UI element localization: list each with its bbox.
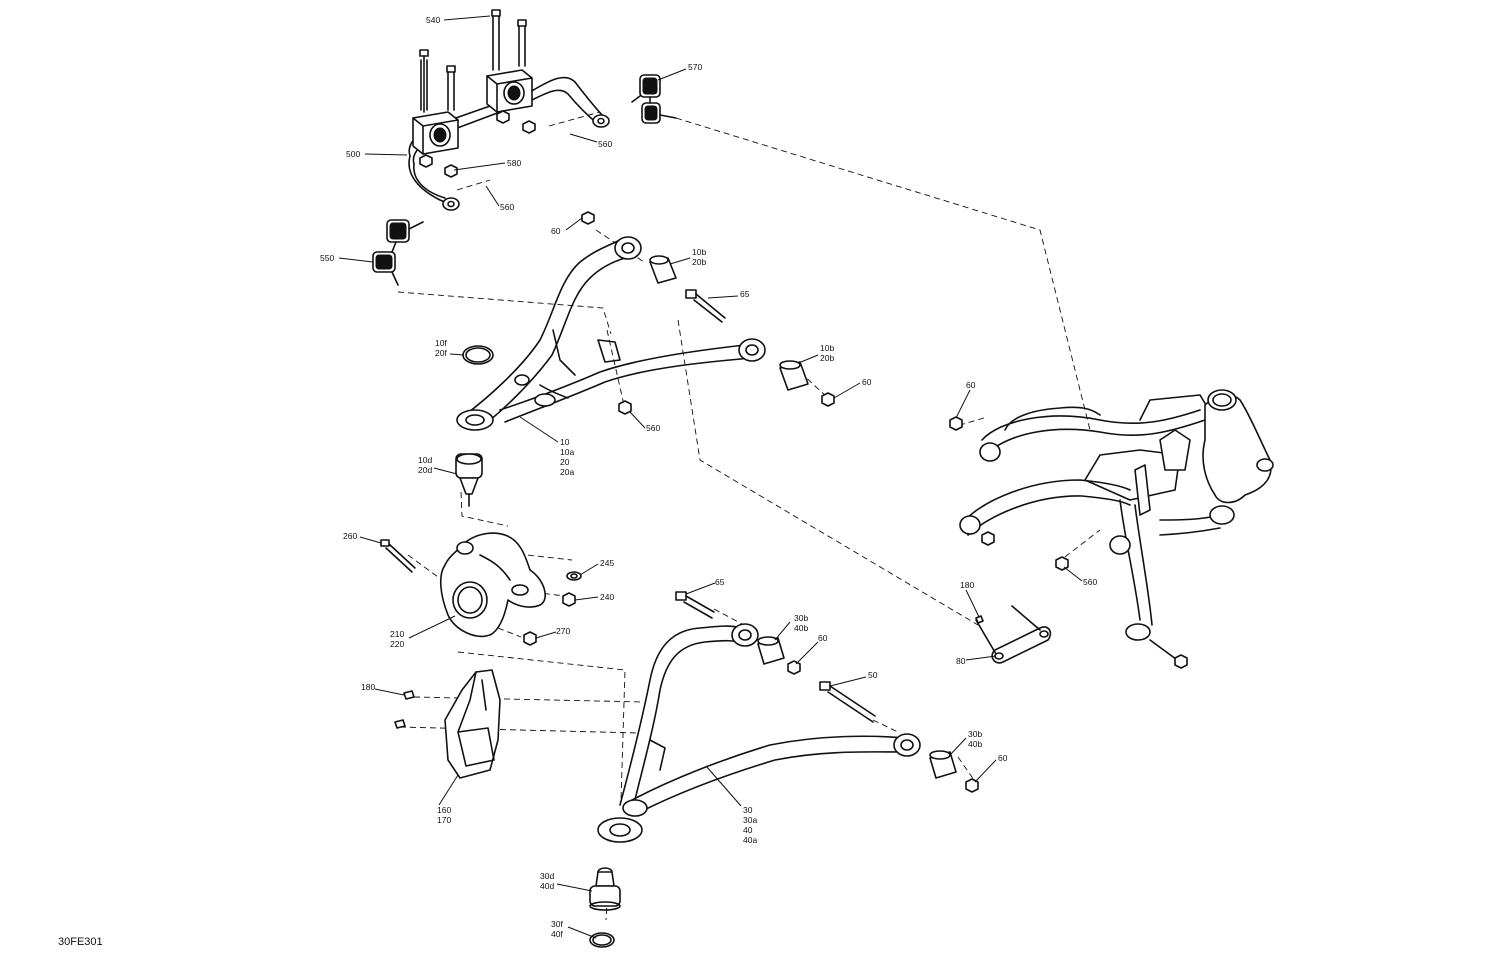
knuckle-hardware bbox=[380, 539, 582, 646]
callout-500: 500 bbox=[346, 149, 360, 159]
callout-550: 550 bbox=[320, 253, 334, 263]
callout-30b-40b: 30b 40b bbox=[968, 729, 985, 749]
callout-245: 245 bbox=[600, 558, 614, 568]
callout-540: 540 bbox=[426, 15, 440, 25]
upper-ball-joint bbox=[455, 453, 483, 507]
stabilizer-link-lower bbox=[372, 219, 424, 286]
link-plate bbox=[975, 605, 1052, 664]
callout-10-10a-20-20a: 10 10a 20 20a bbox=[560, 437, 577, 477]
callout-560: 560 bbox=[1083, 577, 1097, 587]
callout-10b-20b: 10b 20b bbox=[820, 343, 837, 363]
callout-30b-40b: 30b 40b bbox=[794, 613, 811, 633]
callout-580: 580 bbox=[507, 158, 521, 168]
lower-a-arm bbox=[597, 623, 921, 843]
callout-80: 80 bbox=[956, 656, 966, 666]
callout-30f-40f: 30f 40f bbox=[551, 919, 565, 939]
lower-ball-joint bbox=[589, 867, 621, 911]
callout-leader-lines bbox=[338, 15, 1083, 939]
callout-60: 60 bbox=[818, 633, 828, 643]
callout-10b-20b: 10b 20b bbox=[692, 247, 709, 267]
callout-60: 60 bbox=[862, 377, 872, 387]
upper-arm-hardware bbox=[462, 211, 835, 415]
lower-arm-hardware bbox=[675, 591, 979, 793]
callout-560: 560 bbox=[646, 423, 660, 433]
callout-180: 180 bbox=[960, 580, 974, 590]
assembly-guide-lines bbox=[397, 111, 1101, 921]
assembled-suspension-view bbox=[949, 389, 1274, 669]
callout-270: 270 bbox=[556, 626, 570, 636]
callout-560: 560 bbox=[500, 202, 514, 212]
upper-a-arm bbox=[456, 236, 766, 431]
callout-570: 570 bbox=[688, 62, 702, 72]
callout-60: 60 bbox=[551, 226, 561, 236]
diagram-reference-code: 30FE301 bbox=[58, 936, 103, 948]
callout-560: 560 bbox=[598, 139, 612, 149]
callout-210-220: 210 220 bbox=[390, 629, 407, 649]
callout-50: 50 bbox=[868, 670, 878, 680]
callout-65: 65 bbox=[715, 577, 725, 587]
skid-plate bbox=[394, 669, 501, 779]
callout-260: 260 bbox=[343, 531, 357, 541]
callout-240: 240 bbox=[600, 592, 614, 602]
callout-10f-20f: 10f 20f bbox=[435, 338, 449, 358]
callout-60: 60 bbox=[966, 380, 976, 390]
stabilizer-link-upper bbox=[631, 74, 677, 124]
callout-180: 180 bbox=[361, 682, 375, 692]
stabilizer-bar-assembly bbox=[408, 9, 610, 211]
callout-30d-40d: 30d 40d bbox=[540, 871, 557, 891]
callout-10d-20d: 10d 20d bbox=[418, 455, 435, 475]
callout-60: 60 bbox=[998, 753, 1008, 763]
callout-30-30a-40-40a: 30 30a 40 40a bbox=[743, 805, 760, 845]
steering-knuckle bbox=[439, 532, 546, 637]
callout-65: 65 bbox=[740, 289, 750, 299]
callout-labels: 540 570 500 580 560 560 550 60 10b 20b 6… bbox=[320, 15, 1097, 939]
lower-circlip bbox=[589, 932, 615, 948]
callout-160-170: 160 170 bbox=[437, 805, 454, 825]
